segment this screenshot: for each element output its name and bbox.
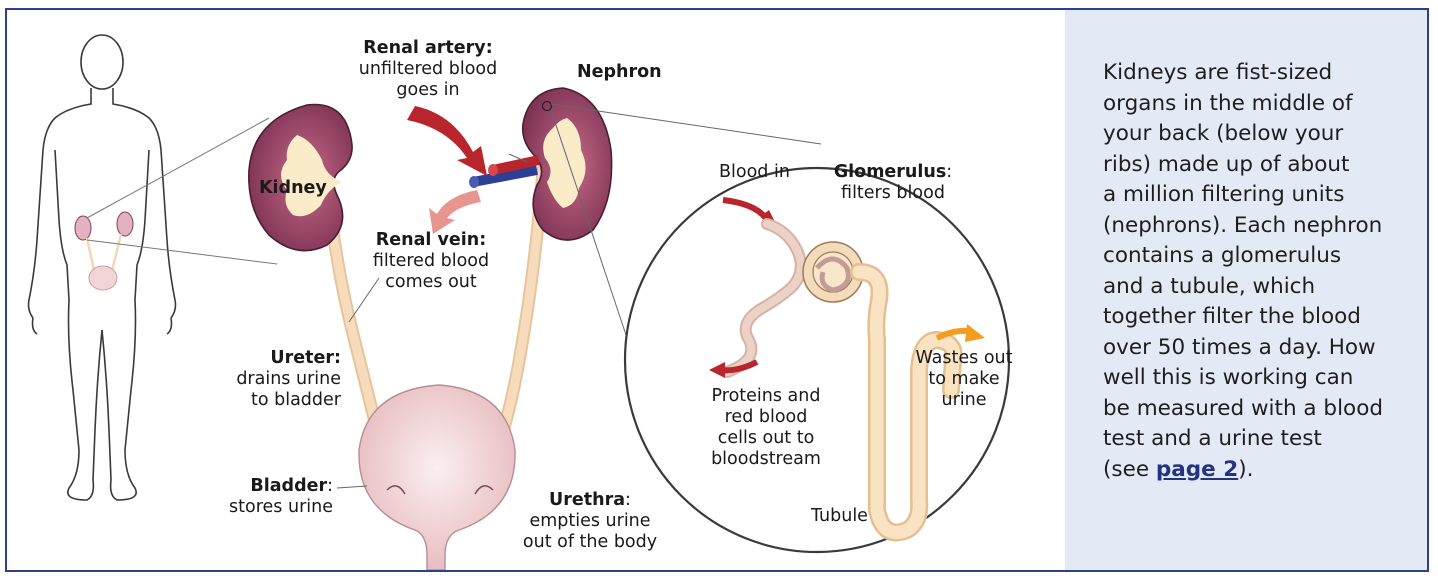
info-sidebar: Kidneys are fist-sized organs in the mid… (1065, 10, 1429, 570)
bladder-pointer (337, 486, 367, 488)
kidney-anatomy-illustration (7, 10, 1065, 570)
page-2-link[interactable]: page 2 (1156, 457, 1238, 482)
urethra-label: Urethra: empties urine out of the body (515, 490, 665, 553)
ureter-label: Ureter: drains urine to bladder (205, 348, 341, 411)
wastes-out-label: Wastes out to make urine (905, 348, 1023, 411)
renal-vessels (407, 106, 539, 234)
renal-artery-label: Renal artery: unfiltered blood goes in (333, 38, 523, 101)
sidebar-text: Kidneys are fist-sized organs in the mid… (1103, 58, 1423, 485)
vein-arrow-icon (429, 190, 481, 234)
bladder (359, 385, 515, 570)
tubule-label: Tubule (811, 506, 868, 527)
proteins-out-label: Proteins and red blood cells out to bloo… (703, 386, 829, 470)
diagram-frame: Renal artery: unfiltered blood goes in N… (5, 8, 1429, 572)
nephron-label: Nephron (577, 62, 662, 83)
blood-in-label: Blood in (719, 162, 790, 183)
body-kidneys-icon (75, 212, 133, 290)
bladder-label: Bladder: stores urine (207, 476, 333, 518)
renal-vein-label: Renal vein: filtered blood comes out (351, 230, 511, 293)
glomerulus-label: Glomerulus: filters blood (823, 162, 963, 204)
kidney-label: Kidney (259, 178, 327, 199)
artery-arrow-icon (407, 106, 487, 176)
zoom-line (87, 118, 269, 218)
